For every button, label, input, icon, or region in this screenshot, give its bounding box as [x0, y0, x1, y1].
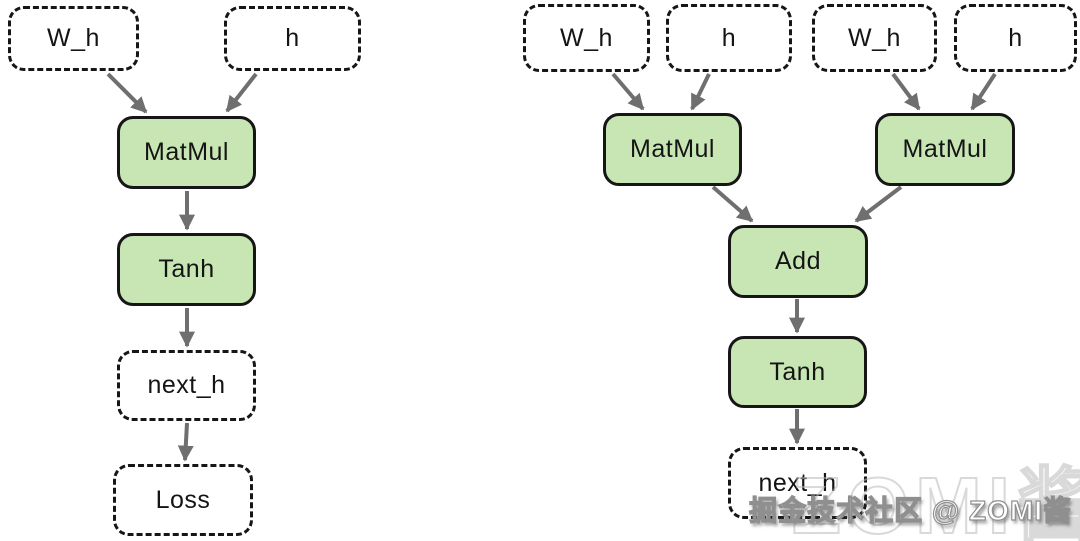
node-r-tanh: Tanh	[728, 336, 867, 408]
node-label-l-matmul: MatMul	[144, 138, 229, 166]
node-r-h1: h	[666, 4, 792, 72]
node-label-r-h1: h	[721, 23, 737, 52]
node-r-matmul2: MatMul	[875, 113, 1015, 186]
node-label-l-next-h: next_h	[147, 371, 226, 399]
node-label-r-wh1: W_h	[560, 23, 613, 52]
node-label-r-tanh: Tanh	[769, 357, 826, 386]
node-l-tanh: Tanh	[117, 233, 256, 306]
node-l-h: h	[224, 6, 361, 71]
node-r-next-h: next_h	[728, 447, 867, 519]
node-r-add: Add	[728, 225, 868, 298]
edge-l-next-h-to-l-loss	[177, 422, 194, 462]
node-l-next-h: next_h	[117, 350, 256, 421]
node-r-h2: h	[954, 4, 1077, 72]
node-r-wh2: W_h	[812, 4, 937, 72]
node-label-l-wh: W_h	[47, 24, 100, 52]
node-label-r-h2: h	[1008, 23, 1023, 52]
node-label-r-next-h: next_h	[758, 468, 837, 497]
edge-r-matmul2-to-r-add	[854, 185, 903, 223]
edge-l-wh-to-l-matmul	[106, 72, 148, 114]
edge-r-wh1-to-r-matmul1	[611, 72, 645, 111]
node-l-matmul: MatMul	[117, 116, 256, 189]
node-l-wh: W_h	[8, 6, 139, 71]
node-r-wh1: W_h	[523, 4, 650, 72]
edge-r-matmul1-to-r-add	[711, 185, 754, 223]
node-label-r-wh2: W_h	[848, 23, 901, 52]
node-r-matmul1: MatMul	[603, 113, 742, 186]
node-label-l-h: h	[285, 24, 300, 52]
node-label-l-tanh: Tanh	[158, 255, 215, 283]
node-label-l-loss: Loss	[155, 485, 211, 514]
node-label-r-matmul1: MatMul	[630, 135, 715, 163]
edge-r-wh2-to-r-matmul2	[891, 72, 921, 111]
edge-r-h1-to-r-matmul1	[690, 73, 711, 111]
edge-r-h2-to-r-matmul2	[970, 72, 997, 111]
node-label-r-matmul2: MatMul	[902, 135, 988, 163]
edge-l-h-to-l-matmul	[225, 72, 258, 113]
node-l-loss: Loss	[113, 464, 253, 536]
node-label-r-add: Add	[775, 247, 821, 275]
